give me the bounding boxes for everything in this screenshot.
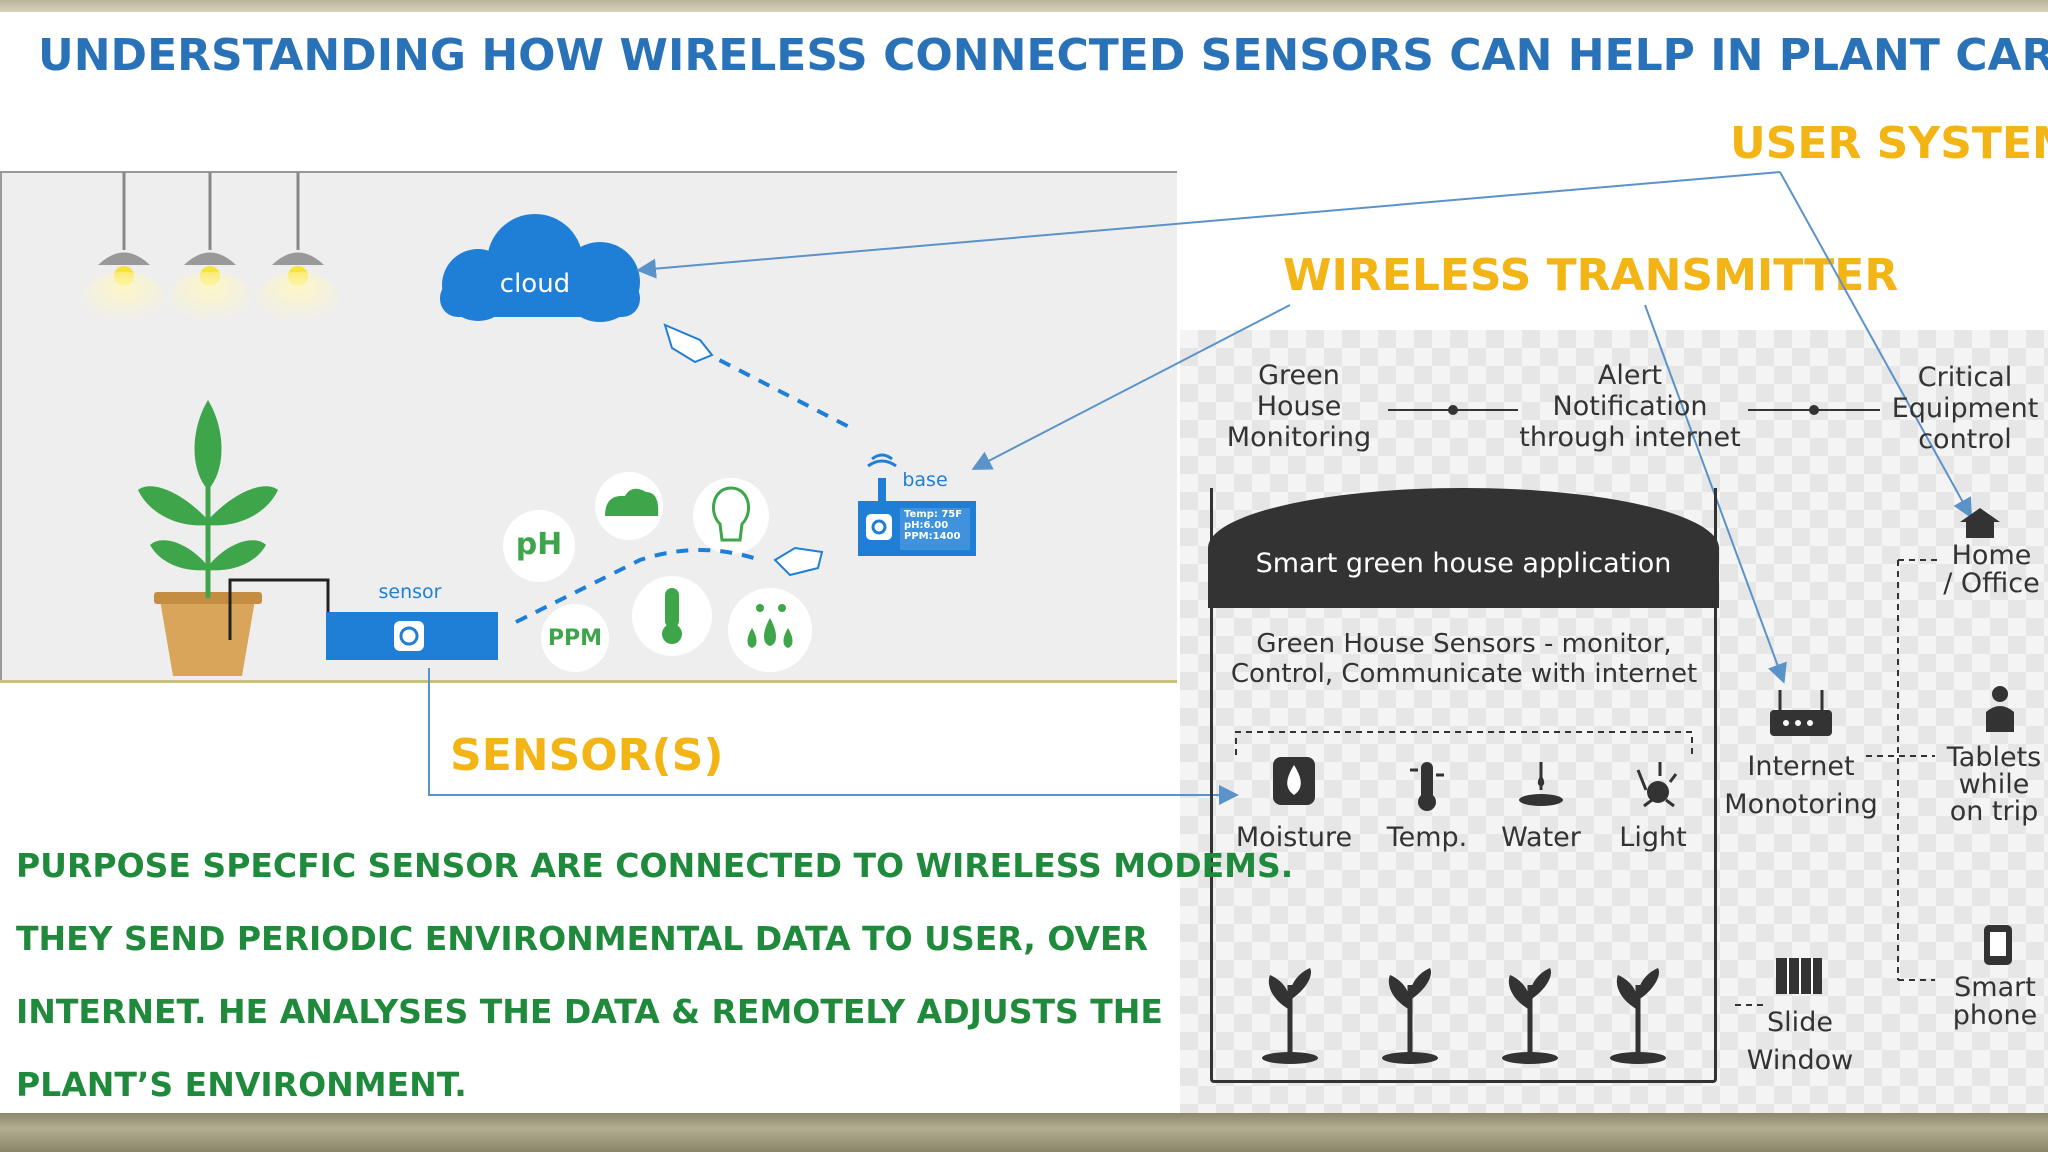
description-line: PURPOSE SPECFIC SENSOR ARE CONNECTED TO …	[16, 846, 1294, 885]
network-line: Internet	[1747, 751, 1855, 782]
app-subtitle: Green House Sensors - monitor, Control, …	[1214, 629, 1714, 690]
window-icon	[1776, 958, 1822, 994]
base-label: base	[902, 469, 948, 491]
base-screen-temp: Temp: 75F	[904, 509, 963, 520]
pointer-hand-icon	[773, 546, 824, 577]
description-line: INTERNET. HE ANALYSES THE DATA & REMOTEL…	[16, 992, 1163, 1031]
description-line: THEY SEND PERIODIC ENVIRONMENTAL DATA TO…	[16, 919, 1148, 958]
feature-connectors	[1388, 405, 1880, 415]
ceiling-lamps	[82, 172, 340, 328]
wireless-transmitter-label: WIRELESS TRANSMITTER	[1283, 250, 1899, 301]
user-systems-label: USER SYSTEMS	[1730, 118, 2048, 169]
network-line: Monotoring	[1724, 788, 1878, 820]
home-office-label: Home / Office	[1935, 540, 2048, 600]
feature-line: Equipment	[1891, 393, 2039, 425]
green-house-monitoring-label: Green House Monitoring	[1214, 360, 1384, 453]
moisture-label: Moisture	[1235, 822, 1353, 853]
light-label: Light	[1619, 822, 1687, 853]
light-bulb-icon	[711, 486, 751, 542]
seedling-icon	[1502, 968, 1558, 1064]
sensor-label: sensor	[378, 581, 442, 603]
device-line: while	[1958, 769, 2030, 800]
light-icon	[1636, 762, 1678, 808]
top-band	[0, 0, 2048, 12]
lamp-icon	[256, 172, 340, 328]
person-tablet-icon	[1986, 686, 2014, 732]
smartphone-icon	[1984, 925, 2012, 965]
slide-window-label: Slide Window	[1730, 1004, 1870, 1080]
lamp-icon	[168, 172, 252, 328]
base-screen-ppm: PPM:1400	[904, 531, 961, 542]
feature-line: through internet	[1519, 422, 1741, 454]
device-line: Smart	[1954, 972, 2036, 1003]
system-diagram-background	[1180, 330, 2048, 1113]
network-line: Slide	[1767, 1007, 1833, 1038]
smart-greenhouse-app-box	[1210, 488, 1717, 1083]
thermometer-icon	[662, 588, 682, 644]
seedling-icon	[1382, 968, 1438, 1064]
app-header-title: Smart green house application	[1255, 548, 1672, 579]
ph-label: pH	[515, 527, 563, 562]
cloud-weather-icon	[605, 488, 659, 516]
water-icon	[1519, 762, 1563, 806]
app-subtitle-line: Green House Sensors - monitor,	[1256, 629, 1672, 659]
app-subtitle-line: Control, Communicate with internet	[1230, 658, 1698, 689]
temp-label: Temp.	[1386, 822, 1468, 853]
feature-line: Monitoring	[1226, 422, 1372, 454]
smart-phone-label: Smart phone	[1945, 972, 2045, 1032]
cloud-icon	[440, 214, 640, 322]
sensor-group-bracket	[1235, 731, 1693, 755]
seedling-icon	[1262, 968, 1318, 1064]
seedling-icons	[1262, 968, 1666, 1064]
internet-monitoring-label: Internet Monotoring	[1718, 748, 1884, 824]
base-screen-ph: pH:6.00	[904, 520, 949, 531]
base-to-cloud-link	[699, 348, 856, 432]
bottom-band	[0, 1113, 2048, 1152]
feature-line: Critical	[1917, 362, 2013, 393]
critical-equipment-label: Critical Equipment control	[1880, 362, 2048, 455]
device-line: Home	[1951, 540, 2032, 571]
device-line: on trip	[1949, 796, 2039, 827]
potted-plant-icon	[138, 400, 330, 676]
water-label: Water	[1501, 822, 1581, 853]
feature-line: Green	[1258, 360, 1340, 391]
water-drops-icon	[747, 604, 793, 648]
feature-line: Notification	[1552, 391, 1708, 423]
pointer-hand-icon	[663, 323, 714, 364]
device-links	[1735, 559, 1940, 1006]
feature-line: Alert	[1597, 360, 1663, 391]
device-line: Tablets	[1946, 742, 2042, 773]
sensors-label: SENSOR(S)	[450, 730, 724, 781]
cloud-label: cloud	[499, 269, 571, 299]
tablets-label: Tablets while on trip	[1940, 744, 2048, 825]
lamp-icon	[82, 172, 166, 328]
page-title: UNDERSTANDING HOW WIRELESS CONNECTED SEN…	[38, 30, 2048, 81]
base-station-icon	[858, 453, 976, 556]
sensor-type-bubbles	[503, 472, 812, 672]
router-icon	[1770, 690, 1832, 736]
feature-line: House	[1256, 391, 1342, 423]
temperature-icon	[1410, 762, 1444, 811]
feature-line: control	[1918, 424, 2012, 456]
house-icon	[1960, 508, 2000, 538]
base-screen-readout: Temp: 75F pH:6.00 PPM:1400	[904, 509, 974, 542]
seedling-icon	[1610, 968, 1666, 1064]
sensor-device-icon	[326, 612, 498, 660]
app-header-dome	[1208, 488, 1719, 608]
moisture-icon	[1273, 757, 1315, 805]
sensor-to-base-link	[515, 548, 761, 624]
device-line: / Office	[1943, 568, 2040, 600]
connector-arrows	[428, 171, 1972, 805]
description-line: PLANT’S ENVIRONMENT.	[16, 1065, 467, 1104]
alert-notification-label: Alert Notification through internet	[1510, 360, 1750, 453]
device-line: phone	[1952, 1000, 2038, 1032]
network-line: Window	[1746, 1044, 1854, 1076]
ppm-label: PPM	[547, 626, 603, 651]
scene-ground-line	[0, 680, 1177, 683]
